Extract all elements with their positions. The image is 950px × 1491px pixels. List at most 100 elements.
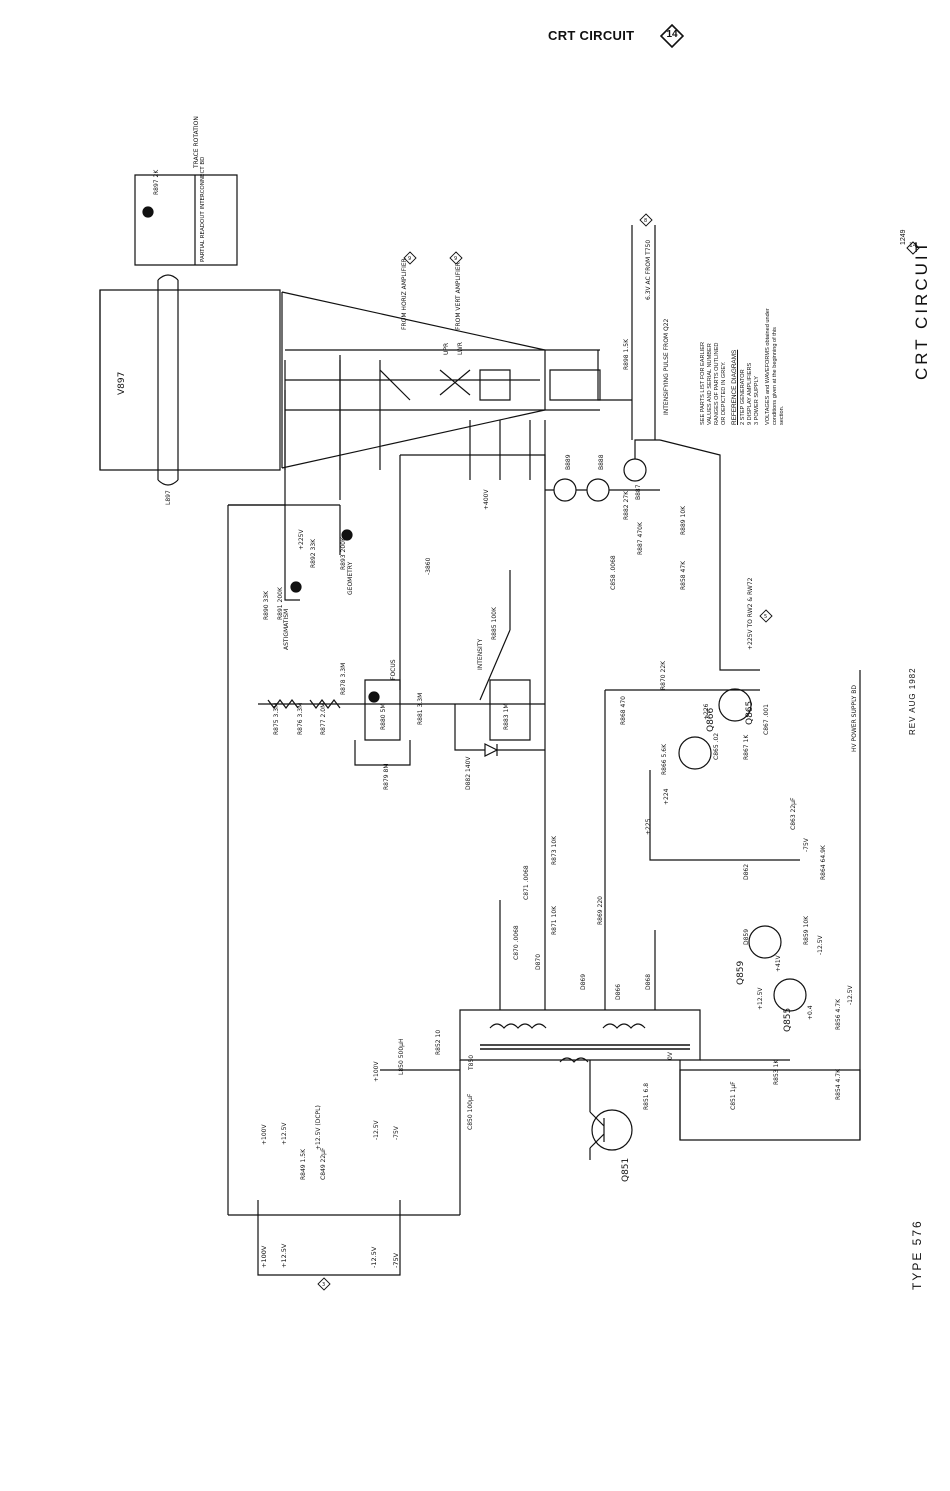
r856-label: R856 4.7K xyxy=(835,998,842,1030)
d870-label: D870 xyxy=(535,954,542,970)
geometry-label: GEOMETRY xyxy=(347,561,354,595)
r876-label: R876 3.3M xyxy=(297,703,304,735)
crt-neck xyxy=(99,289,281,471)
t850-label: T850 xyxy=(468,1055,475,1071)
r851-label: R851 6.8 xyxy=(643,1083,650,1110)
trace-rotation-label: TRACE ROTATION xyxy=(193,116,200,169)
q851-label: Q851 xyxy=(621,1158,631,1182)
rail-label-2: +12.5V xyxy=(280,1243,288,1268)
voltage-p226-label: +226 xyxy=(703,703,710,720)
intensity-label: INTENSITY xyxy=(477,639,484,670)
side-badge: 14 xyxy=(906,240,920,255)
v3860-label: -3860 xyxy=(425,557,432,575)
q866-label: Q866 xyxy=(706,707,716,732)
r853-label: R853 1K xyxy=(773,1059,780,1085)
side-title: CRT CIRCUIT xyxy=(912,239,931,380)
badge-number-3: 3 xyxy=(322,1282,325,1288)
diamond-icon xyxy=(906,241,920,255)
c871-label: C871 .0068 xyxy=(523,865,530,900)
r867-label: R867 1K xyxy=(743,734,750,760)
r870-label: R870 22K xyxy=(660,660,667,690)
r869-label: R869 220 xyxy=(597,896,604,925)
b888-label: B888 xyxy=(598,454,605,470)
r854-label: R854 4.7K xyxy=(835,1068,842,1100)
voltage-p41-label: +41V xyxy=(775,954,782,972)
r875-label: R875 3.3M xyxy=(273,703,280,735)
crt-bell xyxy=(281,291,546,469)
q859-label: Q859 xyxy=(736,960,746,985)
voltage-m75b-label: -75V xyxy=(803,837,810,852)
c863-label: C863 22μF xyxy=(790,797,797,830)
upr-label: UPR xyxy=(443,343,450,355)
voltage-p12dcpl-label: +12.5V (DCPL) xyxy=(315,1105,322,1150)
from-horiz-label: FROM HORIZ AMPLIFIER xyxy=(401,258,408,330)
coil-label: L897 xyxy=(165,490,172,505)
voltage-p225b-label: +225 xyxy=(645,818,652,835)
rail-label-4: -75V xyxy=(392,1252,400,1268)
readout-board xyxy=(134,174,238,266)
voltage-p12b-label: +12.5V xyxy=(757,987,764,1010)
from-t750-label: 6.3V AC FROM T750 xyxy=(645,240,652,300)
r880-label: R880 5M xyxy=(380,703,387,730)
voltage-m75-label: -75V xyxy=(393,1125,400,1140)
parts-note-line: SEE PARTS LIST FOR EARLIER xyxy=(700,342,706,425)
voltage-m12b-label: -12.5V xyxy=(817,934,824,955)
badge-number-5: 5 xyxy=(764,614,767,620)
r890-label: R890 33K xyxy=(263,590,270,620)
reference-badge-numbers: 3 9 9 8 5 xyxy=(322,218,767,1288)
q855-label: Q855 xyxy=(783,1008,793,1032)
r887-label: R887 470K xyxy=(637,521,644,555)
voltage-p04-label: +0.4 xyxy=(807,1005,814,1020)
voltage-p12-label: +12.5V xyxy=(281,1122,288,1145)
b887-label: B887 xyxy=(635,484,642,500)
c851-label: C851 1μF xyxy=(730,1081,737,1110)
r849-label: R849 1.5K xyxy=(300,1148,307,1180)
r882-label: R882 27K xyxy=(623,490,630,520)
bottom-rail-labels: +100V +12.5V -12.5V -75V xyxy=(260,1243,400,1268)
r877-label: R877 2.0M xyxy=(320,703,327,735)
r885-label: R885 100K xyxy=(491,606,498,640)
voltage-p100-label: +100V xyxy=(261,1124,268,1145)
diagram-number: 14 xyxy=(666,29,678,40)
voltage-p100b-label: +100V xyxy=(373,1061,380,1082)
rail-label-1: +100V xyxy=(260,1245,268,1268)
c870-label: C870 .0068 xyxy=(513,925,520,960)
r889-label: R889 10K xyxy=(680,505,687,535)
r893-label: R893 200K xyxy=(340,536,347,570)
lwr-label: LWR xyxy=(457,342,464,355)
reference-item: 2 STEP GENERATOR xyxy=(740,369,746,425)
parts-note-line: RANGES OF PARTS OUTLINED xyxy=(714,342,720,425)
page-title: CRT CIRCUIT xyxy=(548,28,635,43)
r897-label: R897 2K xyxy=(153,169,160,195)
revision-date: REV AUG 1982 xyxy=(908,667,917,735)
to-rw2-label: +225V TO RW2 & RW72 xyxy=(747,577,754,650)
q865-label: Q865 xyxy=(745,701,755,725)
diamond-icon xyxy=(659,23,685,49)
rotation-coil xyxy=(157,280,179,480)
voltages-note-line: section. xyxy=(779,405,785,425)
parts-note-line: VALUES AND SERIAL NUMBER xyxy=(707,343,713,425)
reference-diagrams-heading: REFERENCE DIAGRAMS xyxy=(731,349,738,425)
l850-label: L850 500μH xyxy=(398,1039,405,1075)
voltage-p225-label: +225V xyxy=(298,529,305,550)
voltage-0v-label: 0V xyxy=(667,1051,674,1060)
d866-label: D866 xyxy=(615,984,622,1000)
r891-label: R891 200K xyxy=(277,586,284,620)
r881-label: R881 3.3M xyxy=(417,693,424,725)
crt-label: V897 xyxy=(117,372,127,395)
voltage-m12-label: -12.5V xyxy=(373,1119,380,1140)
badge-number-9a: 9 xyxy=(408,256,411,262)
side-number: 1249 xyxy=(900,229,907,245)
r879-label: R879 8M xyxy=(383,763,390,790)
r859-label: R859 10K xyxy=(803,915,810,945)
c867-label: C867 .001 xyxy=(763,704,770,735)
voltage-p224-label: +224 xyxy=(663,788,670,805)
from-vert-label: FROM VERT AMPLIFIER xyxy=(455,262,462,330)
r898-label: R898 1.5K xyxy=(623,338,630,370)
parts-note-line: OR DEPICTED IN GREY. xyxy=(721,361,727,425)
d868-label: D868 xyxy=(645,974,652,990)
voltage-m12c-label: -12.5V xyxy=(847,984,854,1005)
r858-label: R858 47K xyxy=(680,560,687,590)
